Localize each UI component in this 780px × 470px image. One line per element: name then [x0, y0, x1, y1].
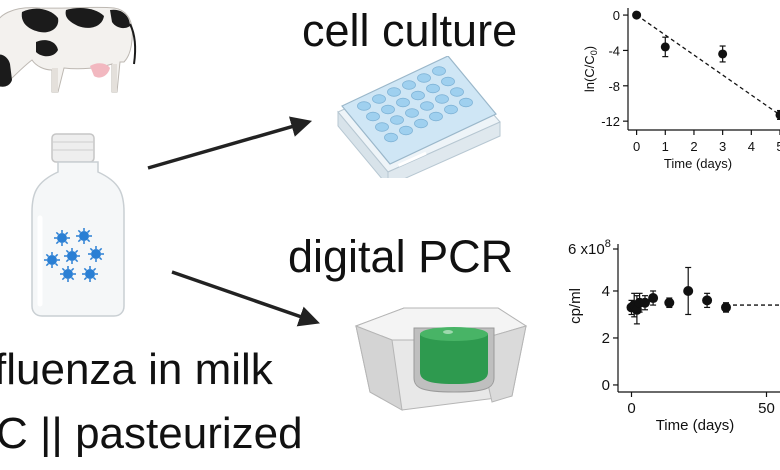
culture-well — [411, 90, 425, 101]
bottle-cap — [51, 133, 95, 163]
culture-well — [414, 118, 428, 129]
arrows — [147, 116, 320, 327]
x-tick-label: 4 — [748, 139, 755, 154]
culture-well — [372, 94, 386, 104]
culture-well — [357, 101, 371, 111]
y-axis-label: ln(C/C0) — [582, 46, 599, 92]
data-point — [664, 297, 675, 309]
digital-pcr-label: digital PCR — [288, 231, 514, 282]
culture-well — [459, 97, 473, 108]
arrow-to-digital-pcr — [171, 270, 320, 327]
y-tick-label: 0 — [602, 377, 610, 394]
y-tick-label: 2 — [602, 330, 610, 347]
y-axis-label: cp/ml — [567, 288, 584, 324]
point-marker — [660, 42, 670, 52]
data-point — [721, 302, 731, 313]
plate-wells — [357, 66, 473, 143]
culture-well — [381, 104, 395, 115]
point-marker — [775, 110, 780, 120]
culture-well — [426, 83, 440, 94]
data-point — [648, 290, 659, 306]
cow-patch — [65, 8, 104, 28]
plate-lid — [341, 56, 497, 165]
culture-well — [441, 76, 455, 87]
culture-well — [435, 94, 449, 104]
virus-particle — [82, 266, 98, 282]
point-marker — [718, 49, 728, 59]
point-marker — [721, 302, 731, 313]
arrow-to-cell-culture — [147, 116, 313, 170]
virus-particle — [76, 228, 92, 244]
x-tick-label: 2 — [690, 139, 697, 154]
cow-udder — [90, 63, 110, 78]
y-multiplier-label: 6 x108 — [568, 238, 611, 258]
cow-patch — [21, 8, 59, 33]
y-tick-label: 4 — [602, 283, 610, 300]
virus-particle — [44, 252, 60, 268]
caption-line-1: fluenza in milk — [0, 345, 273, 394]
x-tick-label: 3 — [719, 139, 726, 154]
cell-culture-label: cell culture — [302, 5, 518, 56]
virus-particles — [44, 228, 104, 282]
culture-well — [384, 132, 398, 143]
data-point — [683, 266, 694, 316]
culture-well — [375, 122, 389, 132]
x-tick-label: 1 — [662, 139, 669, 154]
virus-particle — [54, 230, 70, 246]
point-marker — [702, 295, 713, 306]
virus-particle — [88, 246, 104, 262]
x-tick-label: 50 — [758, 400, 775, 417]
digital-pcr-chip-icon — [354, 307, 528, 411]
x-axis-label: Time (days) — [656, 417, 735, 434]
cow-icon — [0, 6, 137, 93]
x-axis-label: Time (days) — [664, 156, 732, 171]
cow-head — [0, 54, 12, 87]
data-point — [660, 36, 670, 58]
culture-well — [420, 101, 434, 111]
y-tick-label: 0 — [613, 8, 620, 23]
cow-patch — [110, 9, 130, 29]
data-point — [702, 292, 713, 309]
point-marker — [664, 297, 675, 308]
culture-well — [396, 97, 410, 108]
data-point — [632, 10, 642, 20]
fit-line — [636, 14, 780, 116]
culture-well — [405, 108, 419, 118]
cow-patch — [36, 40, 58, 57]
y-tick-label: -12 — [601, 114, 620, 129]
culture-well — [366, 111, 380, 122]
cell-culture-plate-icon — [337, 56, 501, 178]
point-marker — [683, 285, 694, 296]
chart-cell-culture-decay: 0 -4 -8 -12 0 1 2 3 4 5Time (days) ln(C/C0) — [582, 8, 780, 171]
culture-well — [402, 80, 416, 90]
culture-well — [444, 104, 458, 115]
y-tick-label: -8 — [608, 79, 620, 94]
culture-well — [417, 73, 431, 83]
data-point — [640, 295, 650, 311]
culture-well — [429, 111, 443, 122]
culture-well — [432, 66, 446, 76]
culture-well — [387, 87, 401, 97]
culture-well — [399, 125, 413, 136]
milk-bottle-icon — [31, 133, 125, 317]
x-tick-label: 0 — [627, 400, 635, 417]
culture-well — [390, 115, 404, 125]
bottle-body — [31, 161, 125, 317]
virus-particle — [60, 266, 76, 282]
virus-particle — [64, 248, 80, 264]
x-tick-label: 5 — [776, 139, 780, 154]
x-tick-label: 0 — [633, 139, 640, 154]
pcr-green-fluid — [420, 334, 488, 384]
y-tick-label: -4 — [608, 43, 620, 58]
point-marker — [632, 10, 642, 20]
point-marker — [640, 297, 650, 308]
culture-well — [450, 87, 464, 97]
data-point — [775, 109, 780, 120]
data-point — [718, 45, 728, 63]
point-marker — [648, 293, 659, 304]
caption-line-2: C || pasteurized — [0, 409, 303, 458]
